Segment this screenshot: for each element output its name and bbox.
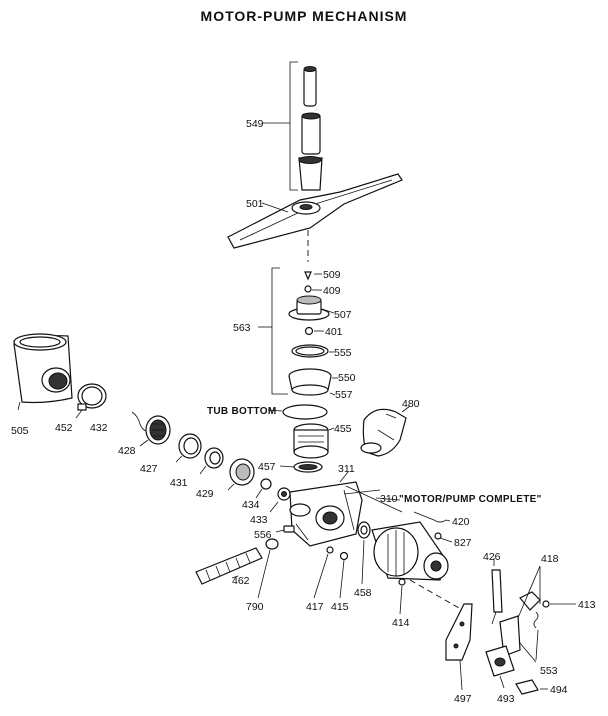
part-455-pump-section xyxy=(279,423,335,473)
part-427-ring xyxy=(175,433,202,463)
label-418: 418 xyxy=(541,553,559,565)
label-427: 427 xyxy=(140,463,158,475)
label-505: 505 xyxy=(11,425,29,437)
label-507: 507 xyxy=(334,309,352,321)
part-505-filter-housing xyxy=(13,333,73,411)
part-497-bracket xyxy=(445,603,473,691)
part-labels: 549 501 509 409 507 563 401 555 550 557 … xyxy=(11,118,596,705)
label-462: 462 xyxy=(232,575,250,587)
tub-bottom-gasket xyxy=(267,404,328,420)
label-426: 426 xyxy=(483,551,501,563)
label-494: 494 xyxy=(550,684,568,696)
part-452-clamp xyxy=(75,383,107,419)
label-452: 452 xyxy=(55,422,73,434)
label-553: 553 xyxy=(540,665,558,677)
label-827: 827 xyxy=(454,537,472,549)
label-311: 311 xyxy=(338,463,355,475)
label-434: 434 xyxy=(242,499,260,511)
part-418-switch xyxy=(511,565,576,633)
part-493-switch-body xyxy=(485,615,521,689)
part-501-spray-arm xyxy=(227,173,403,262)
label-420: 420 xyxy=(452,516,470,528)
label-409: 409 xyxy=(323,285,341,297)
label-458: 458 xyxy=(354,587,372,599)
label-429: 429 xyxy=(196,488,214,500)
caption-motor-pump-complete: "MOTOR/PUMP COMPLETE" xyxy=(399,494,542,505)
part-310-motor xyxy=(345,485,453,581)
label-550: 550 xyxy=(338,372,356,384)
label-557: 557 xyxy=(335,389,353,401)
part-414-screw xyxy=(398,578,406,615)
part-426-harness xyxy=(491,558,503,625)
label-310: 310 xyxy=(380,493,398,505)
part-417-screw xyxy=(313,546,334,599)
label-401: 401 xyxy=(325,326,343,338)
label-563: 563 xyxy=(233,322,251,334)
part-420-wire xyxy=(413,511,451,523)
label-493: 493 xyxy=(497,693,515,705)
label-501: 501 xyxy=(246,198,264,210)
label-455: 455 xyxy=(334,423,352,435)
label-433: 433 xyxy=(250,514,268,526)
label-555: 555 xyxy=(334,347,352,359)
part-556-connector xyxy=(275,525,295,533)
part-563-assembly xyxy=(258,267,338,396)
caption-tub-bottom: TUB BOTTOM xyxy=(207,406,276,417)
label-432: 432 xyxy=(90,422,108,434)
label-414: 414 xyxy=(392,617,410,629)
part-432-428-strainer xyxy=(131,411,171,447)
label-413: 413 xyxy=(578,599,596,611)
part-434-cap xyxy=(255,478,272,499)
label-457: 457 xyxy=(258,461,276,473)
label-509: 509 xyxy=(323,269,341,281)
label-417: 417 xyxy=(306,601,324,613)
bracket-549 xyxy=(289,61,298,191)
part-431-ring xyxy=(199,447,224,475)
part-549-spray-tower xyxy=(262,61,323,191)
part-462-hose xyxy=(195,547,263,585)
diagram-title: MOTOR-PUMP MECHANISM xyxy=(200,8,408,24)
part-494-cap xyxy=(515,679,548,695)
label-556: 556 xyxy=(254,529,272,541)
callout-310: 310 "MOTOR/PUMP COMPLETE" xyxy=(380,493,542,505)
part-429-impeller xyxy=(227,458,255,491)
label-790: 790 xyxy=(246,601,264,613)
part-480-elbow xyxy=(360,405,411,457)
part-415-screw xyxy=(339,551,349,599)
part-458-gasket xyxy=(357,521,371,585)
label-428: 428 xyxy=(118,445,136,457)
label-480: 480 xyxy=(402,398,420,410)
label-497: 497 xyxy=(454,693,472,705)
part-433-seal xyxy=(269,487,291,513)
label-431: 431 xyxy=(170,477,188,489)
part-790-clamp xyxy=(257,538,279,599)
label-549: 549 xyxy=(246,118,264,130)
label-415: 415 xyxy=(331,601,349,613)
